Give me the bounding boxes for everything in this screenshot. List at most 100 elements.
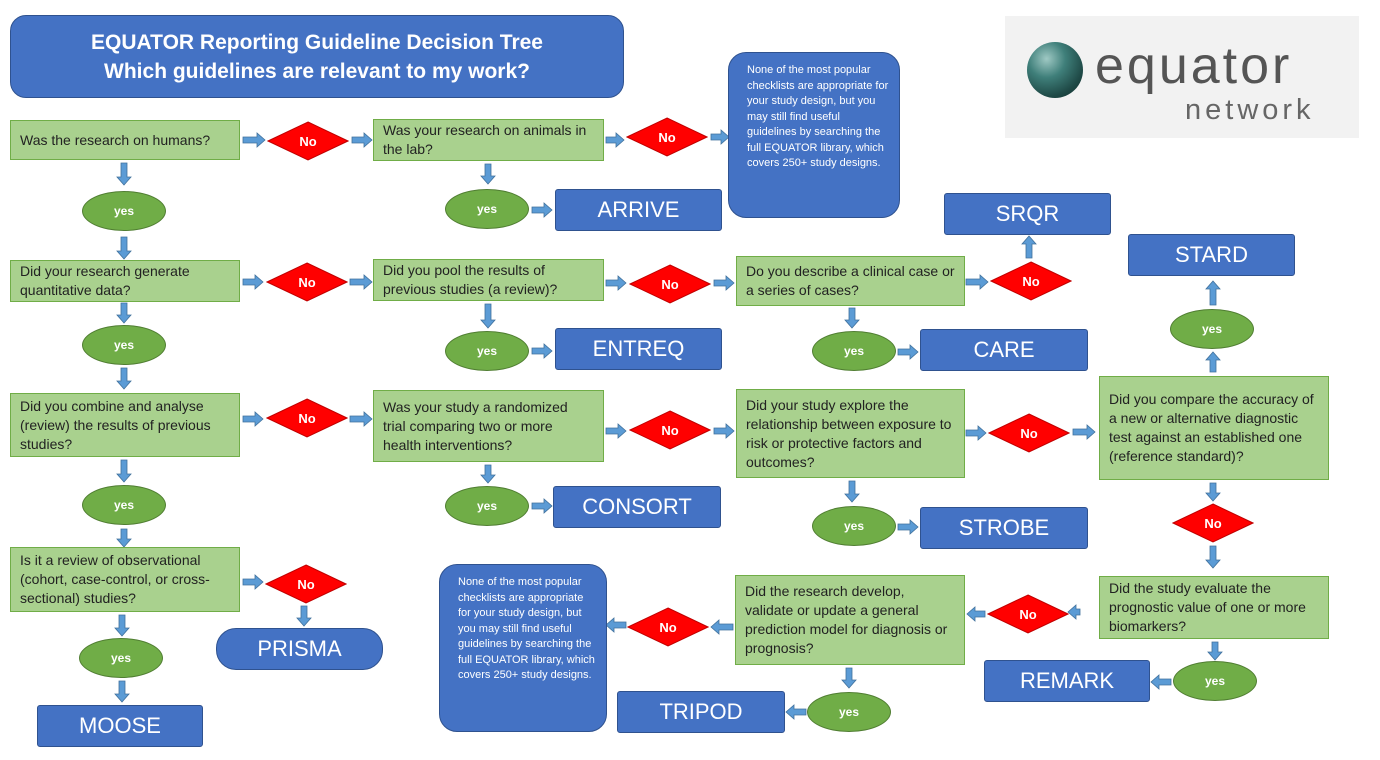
no-label: No [299, 133, 317, 149]
question-observational: Is it a review of observational (cohort,… [10, 547, 240, 612]
question-pooled: Did you pool the results of previous stu… [373, 259, 604, 301]
guideline-arrive: ARRIVE [555, 189, 722, 231]
question-animals-text: Was your research on animals in the lab? [383, 122, 587, 157]
title-line-1: EQUATOR Reporting Guideline Decision Tre… [91, 30, 543, 54]
yes-node: yes [1173, 661, 1257, 701]
no-diamond: No [265, 564, 347, 604]
equator-logo: equator network [1005, 16, 1359, 138]
flow-arrow [242, 411, 264, 427]
flow-arrow [713, 275, 735, 291]
no-label: No [1020, 425, 1038, 441]
logo-word: equator [1095, 37, 1293, 95]
yes-node: yes [812, 506, 896, 546]
guideline-tripod: TRIPOD [617, 691, 785, 733]
globe-icon [1027, 42, 1083, 98]
guideline-strobe: STROBE [920, 507, 1088, 549]
title-banner: EQUATOR Reporting Guideline Decision Tre… [10, 15, 624, 98]
no-label: No [1022, 273, 1040, 289]
flow-arrow [480, 163, 496, 185]
question-randomized: Was your study a randomized trial compar… [373, 390, 604, 462]
flow-arrow [605, 132, 625, 148]
flow-arrow [351, 132, 373, 148]
question-prediction-text: Did the research develop, validate or up… [745, 583, 948, 656]
guideline-stard: STARD [1128, 234, 1295, 276]
no-diamond: No [988, 413, 1070, 453]
no-label: No [661, 422, 679, 438]
question-quantitative: Did your research generate quantitative … [10, 260, 240, 302]
flow-arrow [966, 606, 986, 622]
flow-arrow [605, 423, 627, 439]
flow-arrow [1205, 351, 1221, 373]
flow-arrow [531, 343, 553, 359]
flow-arrow [531, 202, 553, 218]
flow-arrow [296, 605, 312, 627]
flow-arrow [844, 480, 860, 503]
question-exposure: Did your study explore the relationship … [736, 389, 965, 478]
note-none-applicable: None of the most popular checklists are … [439, 564, 607, 732]
question-clinical-case-text: Do you describe a clinical case or a ser… [746, 263, 955, 298]
title-line-2: Which guidelines are relevant to my work… [104, 59, 530, 83]
no-label: No [659, 619, 677, 635]
flow-arrow [242, 274, 264, 290]
flow-arrow [1150, 674, 1172, 690]
flow-arrow [965, 425, 987, 441]
question-clinical-case: Do you describe a clinical case or a ser… [736, 256, 965, 306]
yes-node: yes [445, 331, 529, 371]
flow-arrow [1205, 280, 1221, 306]
no-diamond: No [629, 264, 711, 304]
flow-arrow [349, 411, 373, 427]
flow-arrow [531, 498, 553, 514]
question-prediction: Did the research develop, validate or up… [735, 575, 965, 665]
question-observational-text: Is it a review of observational (cohort,… [20, 552, 210, 606]
flow-arrow [116, 528, 132, 548]
yes-node: yes [445, 486, 529, 526]
yes-node: yes [79, 638, 163, 678]
yes-node: yes [807, 692, 891, 732]
guideline-care: CARE [920, 329, 1088, 371]
logo-subword: network [1185, 94, 1315, 126]
flow-arrow [116, 367, 132, 390]
no-diamond: No [987, 594, 1069, 634]
flow-arrow [1205, 545, 1221, 569]
guideline-moose: MOOSE [37, 705, 203, 747]
guideline-entreq: ENTREQ [555, 328, 722, 370]
flow-arrow [1072, 424, 1096, 440]
question-exposure-text: Did your study explore the relationship … [746, 396, 952, 470]
flow-arrow [114, 614, 130, 637]
no-diamond: No [1172, 503, 1254, 543]
flow-arrow [841, 667, 857, 689]
yes-node: yes [82, 325, 166, 365]
flow-arrow [116, 162, 132, 186]
flow-arrow [1067, 604, 1081, 620]
flow-arrow [710, 129, 730, 145]
no-diamond: No [266, 262, 348, 302]
question-humans-text: Was the research on humans? [20, 131, 211, 148]
no-label: No [297, 576, 315, 592]
flow-arrow [1207, 641, 1223, 661]
note-none-applicable: None of the most popular checklists are … [728, 52, 900, 218]
flow-arrow [116, 459, 132, 483]
no-diamond: No [629, 410, 711, 450]
no-label: No [298, 410, 316, 426]
yes-node: yes [82, 485, 166, 525]
yes-node: yes [445, 189, 529, 229]
question-prognostic-text: Did the study evaluate the prognostic va… [1109, 580, 1306, 634]
yes-node: yes [82, 191, 166, 231]
flow-arrow [480, 464, 496, 484]
guideline-consort: CONSORT [553, 486, 721, 528]
flow-arrow [844, 307, 860, 329]
guideline-prisma: PRISMA [216, 628, 383, 670]
question-animals: Was your research on animals in the lab? [373, 119, 604, 161]
question-humans: Was the research on humans? [10, 120, 240, 160]
question-pooled-text: Did you pool the results of previous stu… [383, 262, 558, 297]
flow-arrow [605, 617, 627, 633]
no-diamond: No [266, 398, 348, 438]
flow-arrow [1021, 235, 1037, 259]
no-label: No [1019, 606, 1037, 622]
yes-node: yes [1170, 309, 1254, 349]
flow-arrow [242, 574, 264, 590]
question-prognostic: Did the study evaluate the prognostic va… [1099, 576, 1329, 639]
question-diagnostic: Did you compare the accuracy of a new or… [1099, 376, 1329, 480]
flow-arrow [480, 303, 496, 329]
